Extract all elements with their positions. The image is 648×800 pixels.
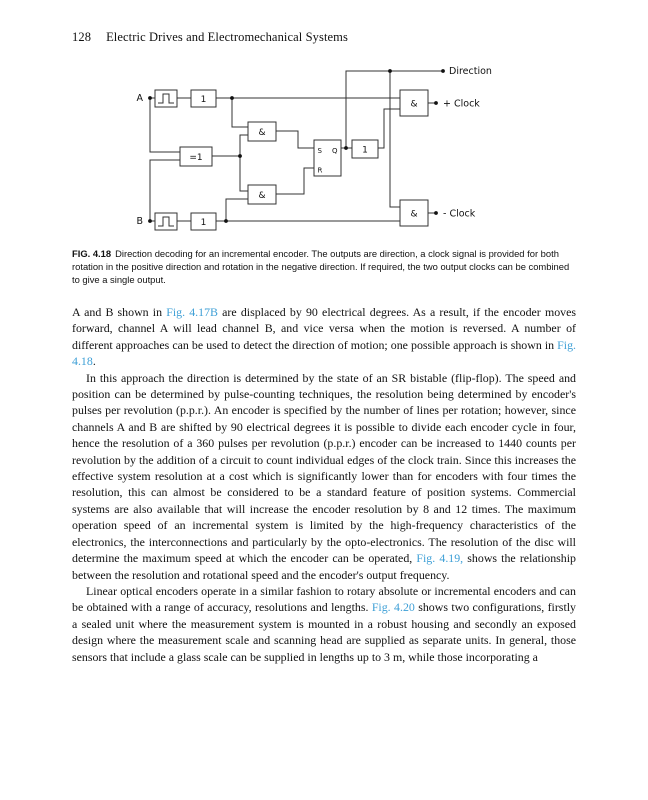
input-a-label: A — [137, 93, 144, 104]
figure-cross-reference-link[interactable]: Fig. 4.20 — [371, 600, 415, 615]
and-top-right-label: & — [410, 99, 417, 109]
pulse-symbols — [158, 93, 174, 227]
buffer-b-label: 1 — [201, 218, 207, 228]
pulse-shaper-a — [154, 89, 178, 108]
sr-q-label: Q — [332, 147, 338, 155]
page-number: 128 — [72, 30, 92, 44]
and-top-middle-label: & — [258, 128, 265, 138]
and-gate-top-middle — [247, 121, 277, 142]
diagram-gates — [154, 89, 429, 231]
input-b-label: B — [136, 216, 143, 227]
text-run: Linear optical encoders operate in a sim… — [72, 583, 576, 615]
figure-cross-reference-link[interactable]: Fig. 4.17B — [166, 305, 218, 319]
buffer-direction-label: 1 — [362, 145, 368, 155]
minus-clock-label: - Clock — [443, 208, 476, 219]
and-gate-top-right — [399, 89, 429, 117]
body-text: A and B shown in Fig. 4.17B are displace… — [0, 286, 648, 665]
and-bottom-right-label: & — [410, 209, 417, 219]
signal-labels: A B Direction + Clock - Clock — [136, 66, 491, 227]
diagram-wires — [149, 70, 443, 222]
sr-reset-label: R — [318, 167, 323, 175]
buffer-b — [190, 212, 217, 231]
text-run: shows the relationship between the resol… — [72, 551, 576, 582]
text-run: A and B shown in — [72, 305, 167, 319]
and-gate-bottom-right — [399, 199, 429, 227]
paragraph-3: Linear optical encoders operate in a sim… — [72, 583, 576, 665]
and-gate-bottom-middle — [247, 184, 277, 205]
sr-set-label: S — [318, 147, 323, 155]
direction-label: Direction — [449, 66, 492, 77]
running-title: Electric Drives and Electromechanical Sy… — [106, 30, 348, 44]
sr-labels: S Q R — [318, 147, 338, 175]
plus-clock-label: + Clock — [443, 98, 480, 109]
figure-4-18-diagram: 1 & & =1 1 & & 1 S Q R A B Direction + C… — [136, 66, 492, 231]
buffer-a — [190, 89, 217, 108]
figure-cross-reference-link[interactable]: Fig. 4.19, — [416, 551, 464, 566]
and-bottom-middle-label: & — [258, 191, 265, 201]
figure-caption-label: FIG. 4.18 — [72, 248, 112, 259]
buffer-direction — [351, 139, 379, 159]
buffer-a-label: 1 — [201, 95, 207, 105]
paragraph-2: In this approach the direction is determ… — [72, 370, 576, 583]
xor-gate-label: =1 — [189, 153, 202, 163]
text-run: . — [92, 354, 96, 369]
running-header: 128 Electric Drives and Electromechanica… — [0, 0, 648, 45]
sr-bistable — [313, 139, 342, 177]
junction-dots — [148, 69, 445, 223]
paragraph-1: A and B shown in Fig. 4.17B are displace… — [72, 304, 576, 370]
figure-caption-text: Direction decoding for an incremental en… — [72, 248, 570, 285]
text-run: In this approach the direction is determ… — [72, 370, 576, 566]
text-run: shows two configurations, firstly a seal… — [72, 600, 576, 664]
pulse-symbol-a — [158, 93, 174, 104]
figure-cross-reference-link[interactable]: Fig. 4.18 — [72, 337, 576, 369]
pulse-shaper-b — [154, 212, 178, 231]
text-run: are displaced by 90 electrical degrees. … — [72, 305, 576, 352]
gate-labels: 1 & & =1 1 & & 1 — [189, 95, 417, 228]
pulse-symbol-b — [158, 216, 174, 227]
xor-gate — [179, 146, 213, 167]
